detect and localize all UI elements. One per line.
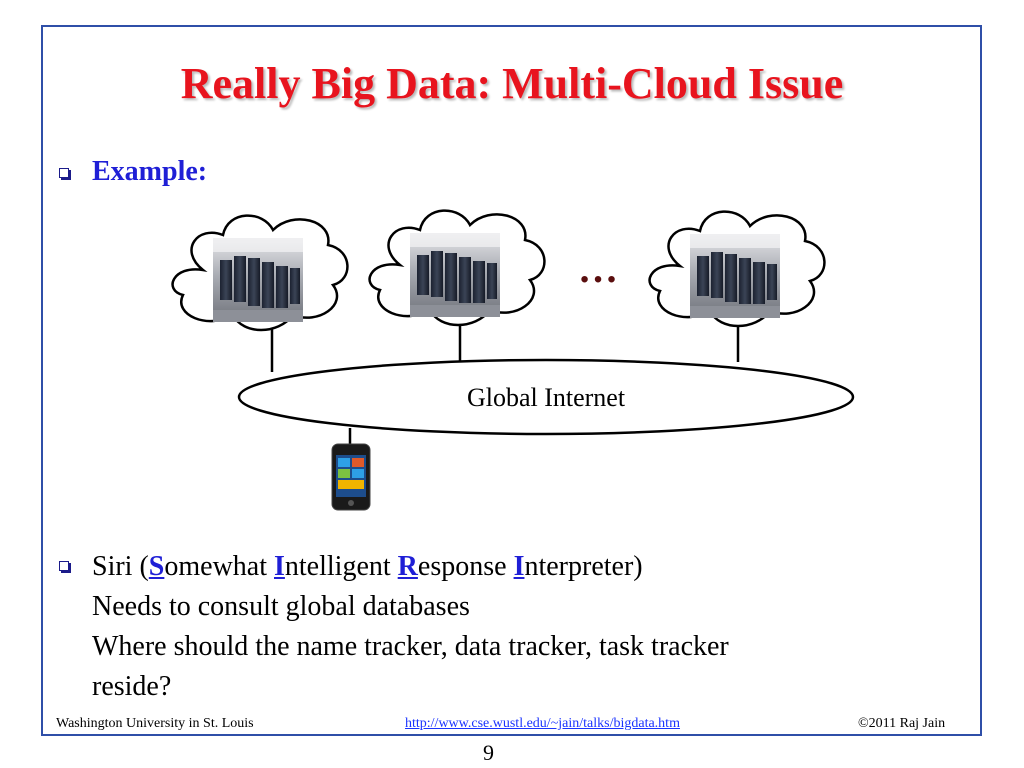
smartphone-icon [331,443,371,511]
slide-frame [41,25,982,736]
slide-title: Really Big Data: Multi-Cloud Issue [180,59,844,108]
footer-institution: Washington University in St. Louis [56,716,254,731]
siri-line-4: reside? [92,671,172,702]
siri-line-1: Siri (Somewhat Intelligent Response Inte… [92,551,643,582]
siri-text-block: Siri (Somewhat Intelligent Response Inte… [92,547,729,707]
page-number: 9 [483,740,494,765]
footer-url-link[interactable]: http://www.cse.wustl.edu/~jain/talks/big… [405,716,680,731]
internet-label: Global Internet [467,383,626,412]
ellipsis-dots: … [578,246,618,291]
global-internet-ellipse [237,358,855,436]
siri-line-3: Where should the name tracker, data trac… [92,631,729,662]
cloud-icon [171,214,349,332]
siri-line-2: Needs to consult global databases [92,591,470,622]
bullet-icon [59,561,69,571]
bullet-icon [59,168,69,178]
cloud-icon [368,209,546,327]
example-heading: Example: [92,156,208,187]
footer-copyright: ©2011 Raj Jain [858,716,946,731]
cloud-icon [648,210,826,328]
